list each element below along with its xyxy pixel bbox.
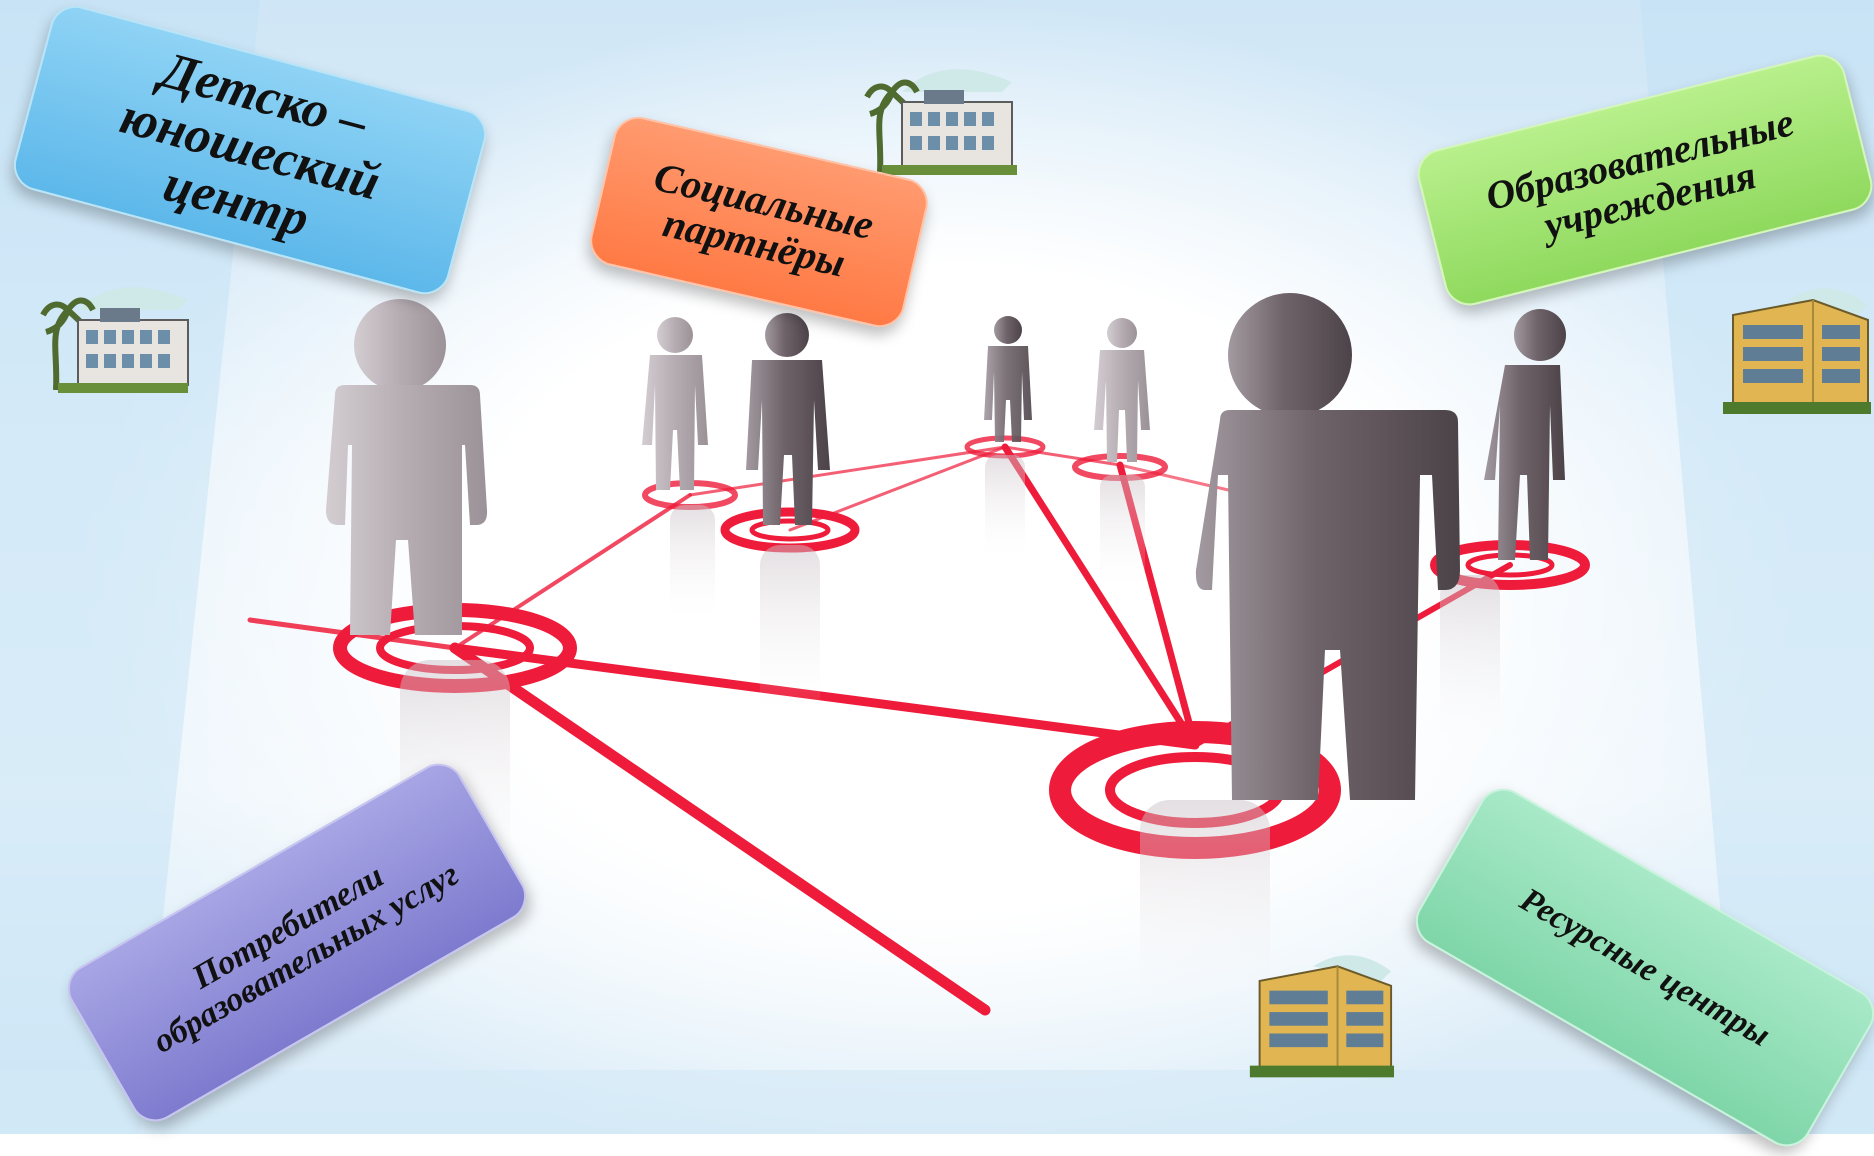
person-figure-back-2 (746, 313, 830, 525)
building-icon (1249, 955, 1395, 1078)
person-figure-large-left (326, 299, 488, 635)
figure-reflections (400, 455, 1500, 1020)
building-icon (864, 69, 1017, 175)
person-figure-back-3 (984, 316, 1032, 442)
person-figure-large-front (1195, 293, 1460, 800)
building-icon (1723, 288, 1871, 414)
person-figure-back-1 (642, 317, 708, 490)
person-figure-right (1484, 309, 1566, 560)
person-figure-back-4 (1094, 318, 1150, 462)
building-icon (40, 287, 189, 393)
